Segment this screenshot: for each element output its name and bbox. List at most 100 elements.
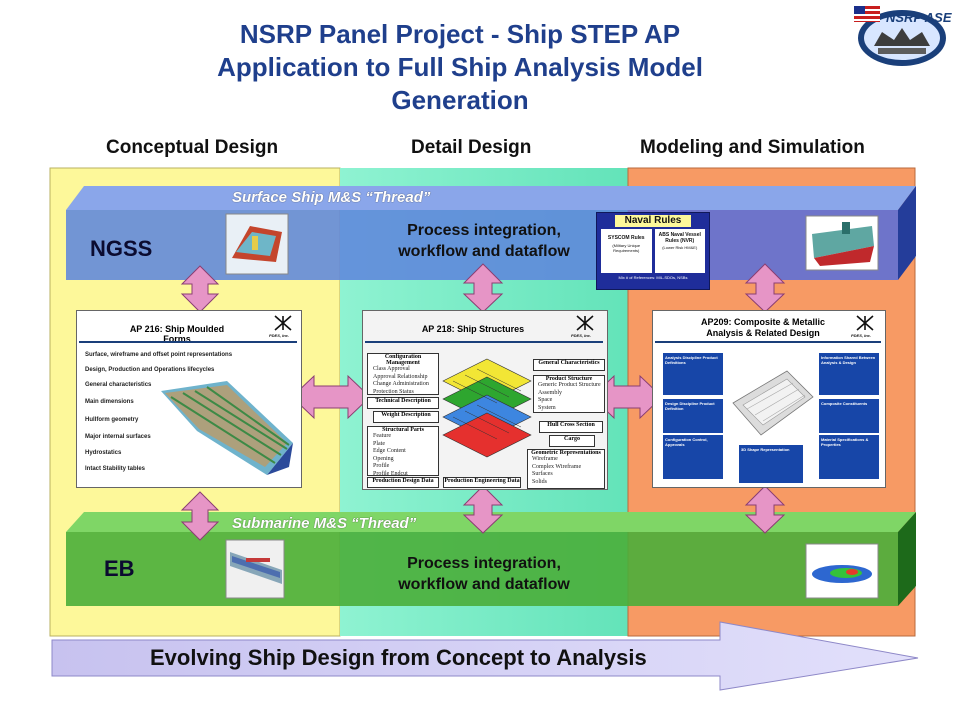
vertical-connector-5: [462, 485, 504, 534]
product-structure-item-3: System: [538, 404, 556, 411]
evolving-arrow-label: Evolving Ship Design from Concept to Ana…: [150, 645, 647, 670]
abs-nvr-box: ABS Naval Vessel Rules (NVR) (Lower Risk…: [654, 229, 705, 273]
ap216-item-2: General characteristics: [85, 382, 152, 388]
submarine-image: [225, 539, 285, 599]
geom-item-2: Surfaces: [532, 471, 553, 477]
column-header-detail: Detail Design: [411, 137, 532, 158]
nsrp-ase-logo: [852, 2, 952, 68]
geometric-representations-head: Geometric Representations: [531, 450, 601, 456]
config-item-3: Protection Status: [373, 388, 414, 395]
bottom-band-side-face: [898, 512, 916, 606]
ap218-title: AP 218: Ship Structures: [421, 324, 525, 334]
ngss-label: NGSS: [90, 236, 153, 261]
ap218-pdes-label: PDES, Inc.: [571, 333, 592, 338]
production-design-box: Production Design Data: [367, 477, 439, 488]
ap209-box-left-0: Analysis Discipline Product Definitions: [663, 353, 723, 395]
carrier-image: [805, 215, 879, 271]
config-item-2: Change Administration: [373, 381, 429, 387]
top-process-line-1: Process integration,: [407, 222, 561, 239]
production-engineering-box: Production Engineering Data: [443, 477, 521, 488]
syscom-rules-label: SYSCOM Rules: [607, 235, 645, 241]
struct-item-5: Profile Endcut: [373, 470, 408, 477]
top-process-line-2: workflow and dataflow: [398, 243, 570, 260]
surface-ship-thread-label: Surface Ship M&S “Thread”: [232, 189, 431, 206]
pdes-logo-icon: [856, 315, 874, 331]
ap209-box-left-2: Configuration Control, Approvals: [663, 435, 723, 479]
ap216-item-1: Design, Production and Operations lifecy…: [85, 367, 215, 373]
ap209-card: AP209: Composite & Metallic Analysis & R…: [652, 310, 886, 488]
product-structure-item-2: Space: [538, 397, 553, 403]
ap216-pdes-label: PDES, Inc.: [269, 333, 290, 338]
ap209-pdes-label: PDES, Inc.: [851, 333, 872, 338]
submarine-thread-label: Submarine M&S “Thread”: [232, 515, 417, 532]
evolve-arrow-shape: [51, 621, 919, 691]
ap209-wing-image: [732, 370, 814, 436]
ap209-box-left-1: Design Discipline Product Definition: [663, 399, 723, 433]
pdes-logo-icon: [274, 315, 292, 331]
product-structure-item-1: Assembly: [538, 389, 562, 396]
ap209-title-line-2: Analysis & Related Design: [706, 328, 820, 338]
cargo-box: Cargo: [549, 435, 595, 447]
naval-rules-footer: Mix # of References: MIL-SDOs, NSBs: [618, 275, 688, 280]
naval-rules-box: Naval Rules SYSCOM Rules (Military Uniqu…: [596, 212, 710, 290]
syscom-rules-box: SYSCOM Rules (Military Unique Requiremen…: [601, 229, 652, 273]
ap209-box-mid-0: 3D Shape Representation: [739, 445, 803, 483]
page-title: NSRP Panel Project - Ship STEP AP Applic…: [150, 18, 770, 117]
syscom-rules-sub: (Military Unique Requirements): [612, 243, 641, 253]
geometric-representations-box: Geometric Representations Wireframe Comp…: [527, 449, 605, 489]
ap218-card: AP 218: Ship Structures PDES, Inc. Confi…: [362, 310, 608, 490]
top-band-top-face: [66, 186, 916, 210]
struct-item-2: Edge Content: [373, 448, 406, 454]
product-structure-box: Product Structure Generic Product Struct…: [533, 375, 605, 413]
ap216-card: AP 216: Ship Moulded Forms PDES, Inc. Su…: [76, 310, 302, 488]
ap216-title: AP 216: Ship Moulded Forms: [129, 324, 225, 344]
ap216-item-0: Surface, wireframe and offset point repr…: [85, 352, 233, 358]
config-management-head: Configuration Management: [384, 354, 422, 366]
top-band-side-face: [898, 186, 916, 280]
ap209-box-right-2: Material Specifications & Properties: [819, 435, 879, 479]
pdes-logo-icon: [576, 315, 594, 331]
technical-description-box: Technical Description: [367, 397, 439, 409]
top-process-text: Process integration, workflow and datafl…: [384, 220, 584, 262]
bottom-process-line-2: workflow and dataflow: [398, 576, 570, 593]
config-item-1: Approval Relationship: [373, 373, 428, 380]
geom-item-0: Wireframe: [532, 456, 558, 462]
eb-label: EB: [104, 556, 135, 581]
structural-parts-box: Structural Parts Feature Plate Edge Cont…: [367, 426, 439, 477]
title-line-1: NSRP Panel Project - Ship STEP AP: [239, 19, 681, 49]
bottom-process-text: Process integration, workflow and datafl…: [384, 553, 584, 595]
bottom-band-front: [66, 532, 898, 606]
ap216-item-5: Major internal surfaces: [85, 434, 151, 440]
ap209-title-line-1: AP209: Composite & Metallic: [700, 317, 826, 327]
structure-layers-image: [442, 358, 532, 458]
struct-item-3: Opening: [373, 455, 394, 462]
fea-image: [805, 543, 879, 599]
abs-nvr-label: ABS Naval Vessel Rules (NVR): [658, 232, 701, 244]
ap209-box-right-0: Information Shared Between Analysis & De…: [819, 353, 879, 395]
abs-nvr-sub: (Lower Risk HM&E): [662, 245, 698, 250]
structural-parts-head: Structural Parts: [382, 427, 424, 433]
column-header-modeling: Modeling and Simulation: [640, 137, 865, 158]
vertical-connector-4: [180, 491, 220, 541]
hull-cross-section-box: Hull Cross Section: [539, 421, 603, 433]
ap216-item-4: Hullform geometry: [85, 417, 139, 423]
naval-rules-title: Naval Rules: [615, 215, 691, 227]
vertical-connector-6: [744, 485, 786, 534]
ap216-item-6: Hydrostatics: [85, 450, 122, 456]
config-management-box: Configuration Management Class Approval …: [367, 353, 439, 395]
geom-item-3: Solids: [532, 478, 548, 485]
ap216-item-7: Intact Stability tables: [85, 466, 146, 472]
ap209-box-right-1: Composite Constituents: [819, 399, 879, 433]
bottom-process-line-1: Process integration,: [407, 555, 561, 572]
title-line-3: Generation: [391, 85, 529, 115]
product-structure-head: Product Structure: [545, 376, 593, 382]
ap216-item-3: Main dimensions: [85, 399, 134, 405]
product-structure-item-0: Generic Product Structure: [538, 382, 601, 388]
logo-text: NSRP ASE: [886, 10, 952, 25]
config-item-0: Class Approval: [373, 366, 410, 372]
general-characteristics-box: General Characteristics: [533, 359, 605, 371]
ngss-ship-image: [225, 213, 289, 275]
ap216-hull-image: [161, 381, 293, 475]
struct-item-1: Plate: [373, 440, 385, 447]
struct-item-0: Feature: [373, 433, 391, 439]
